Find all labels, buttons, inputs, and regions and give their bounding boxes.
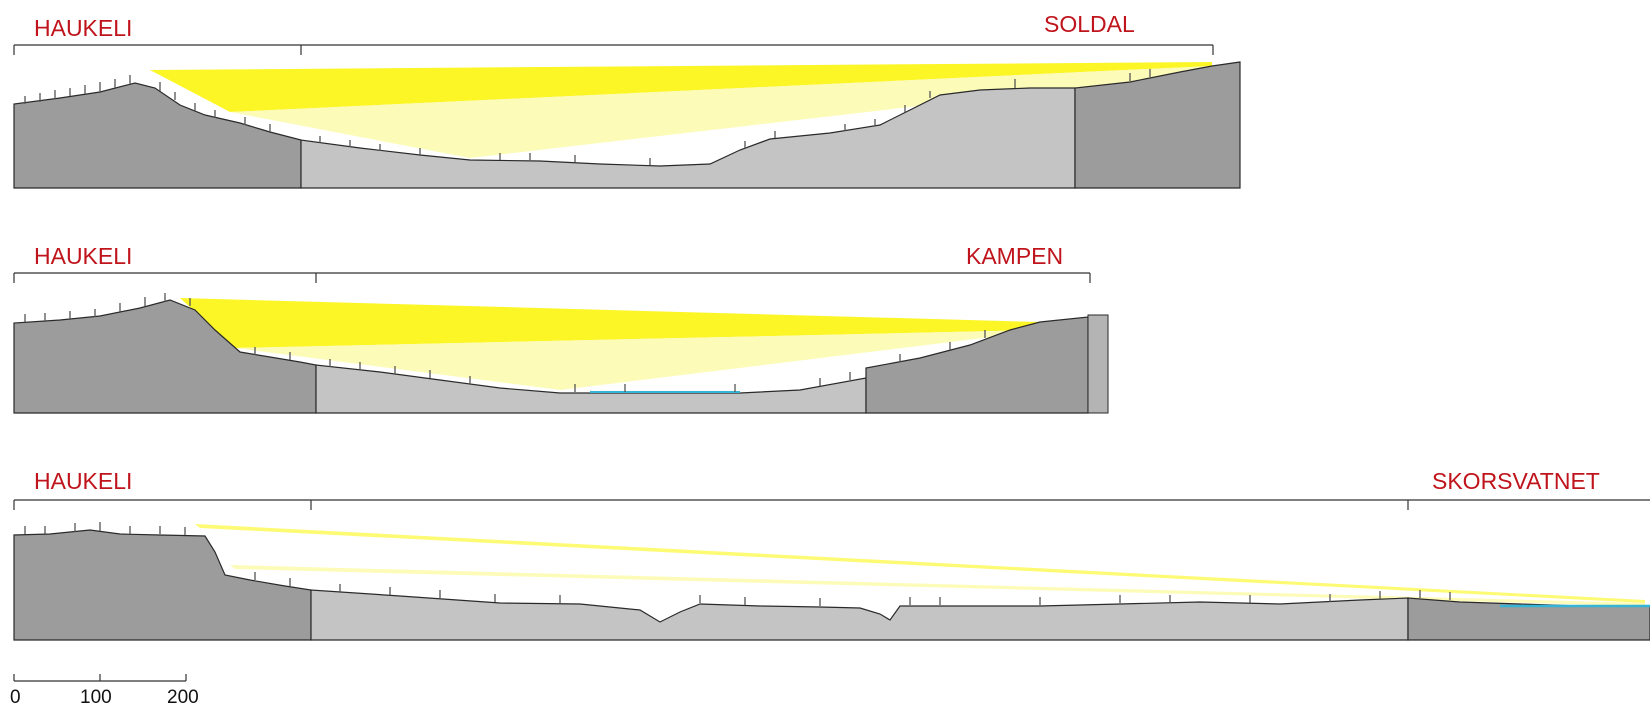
profile-1-terrain-right bbox=[1074, 61, 1241, 189]
profile-2-extent-bracket bbox=[13, 272, 1091, 283]
profile-2-terrain-left bbox=[13, 299, 317, 414]
profile-2-start-label: HAUKELI bbox=[34, 243, 133, 269]
profile-haukeli-kampen bbox=[13, 272, 1109, 414]
profile-3-sightline-pale bbox=[230, 565, 1645, 606]
profile-1-start-label: HAUKELI bbox=[34, 15, 133, 41]
profile-haukeli-skorsvatnet bbox=[13, 499, 1650, 641]
profile-2-sightline-strong bbox=[180, 298, 1040, 348]
profile-3-end-label: SKORSVATNET bbox=[1432, 468, 1600, 494]
profile-3-terrain-left bbox=[13, 529, 312, 641]
profile-haukeli-soldal bbox=[13, 44, 1241, 189]
profile-2-end-label: KAMPEN bbox=[966, 243, 1064, 269]
profile-1-end-label: SOLDAL bbox=[1044, 11, 1135, 37]
profile-2-vegetation bbox=[24, 293, 986, 392]
profile-1-sightline-strong bbox=[150, 62, 1212, 112]
profile-1-sightline-pale bbox=[230, 66, 1212, 158]
profile-3-vegetation bbox=[24, 522, 1451, 606]
profile-1-extent-bracket bbox=[13, 44, 1214, 55]
scale-bar-tick-label: 0 bbox=[10, 687, 21, 708]
profile-3-start-label: HAUKELI bbox=[34, 468, 133, 494]
profile-3-terrain-mid bbox=[310, 589, 1409, 641]
profile-1-terrain-mid bbox=[300, 87, 1076, 189]
profile-3-sightline-strong bbox=[195, 524, 1645, 603]
profile-2-sightline-pale bbox=[235, 330, 1040, 390]
profile-3-extent-bracket bbox=[13, 499, 1650, 510]
scale-bar-tick-label: 100 bbox=[80, 687, 112, 708]
scale-bar bbox=[13, 674, 187, 682]
profile-1-vegetation bbox=[24, 69, 1151, 165]
scale-bar-tick-label: 200 bbox=[167, 687, 199, 708]
profile-2-end-strip bbox=[1087, 314, 1109, 414]
